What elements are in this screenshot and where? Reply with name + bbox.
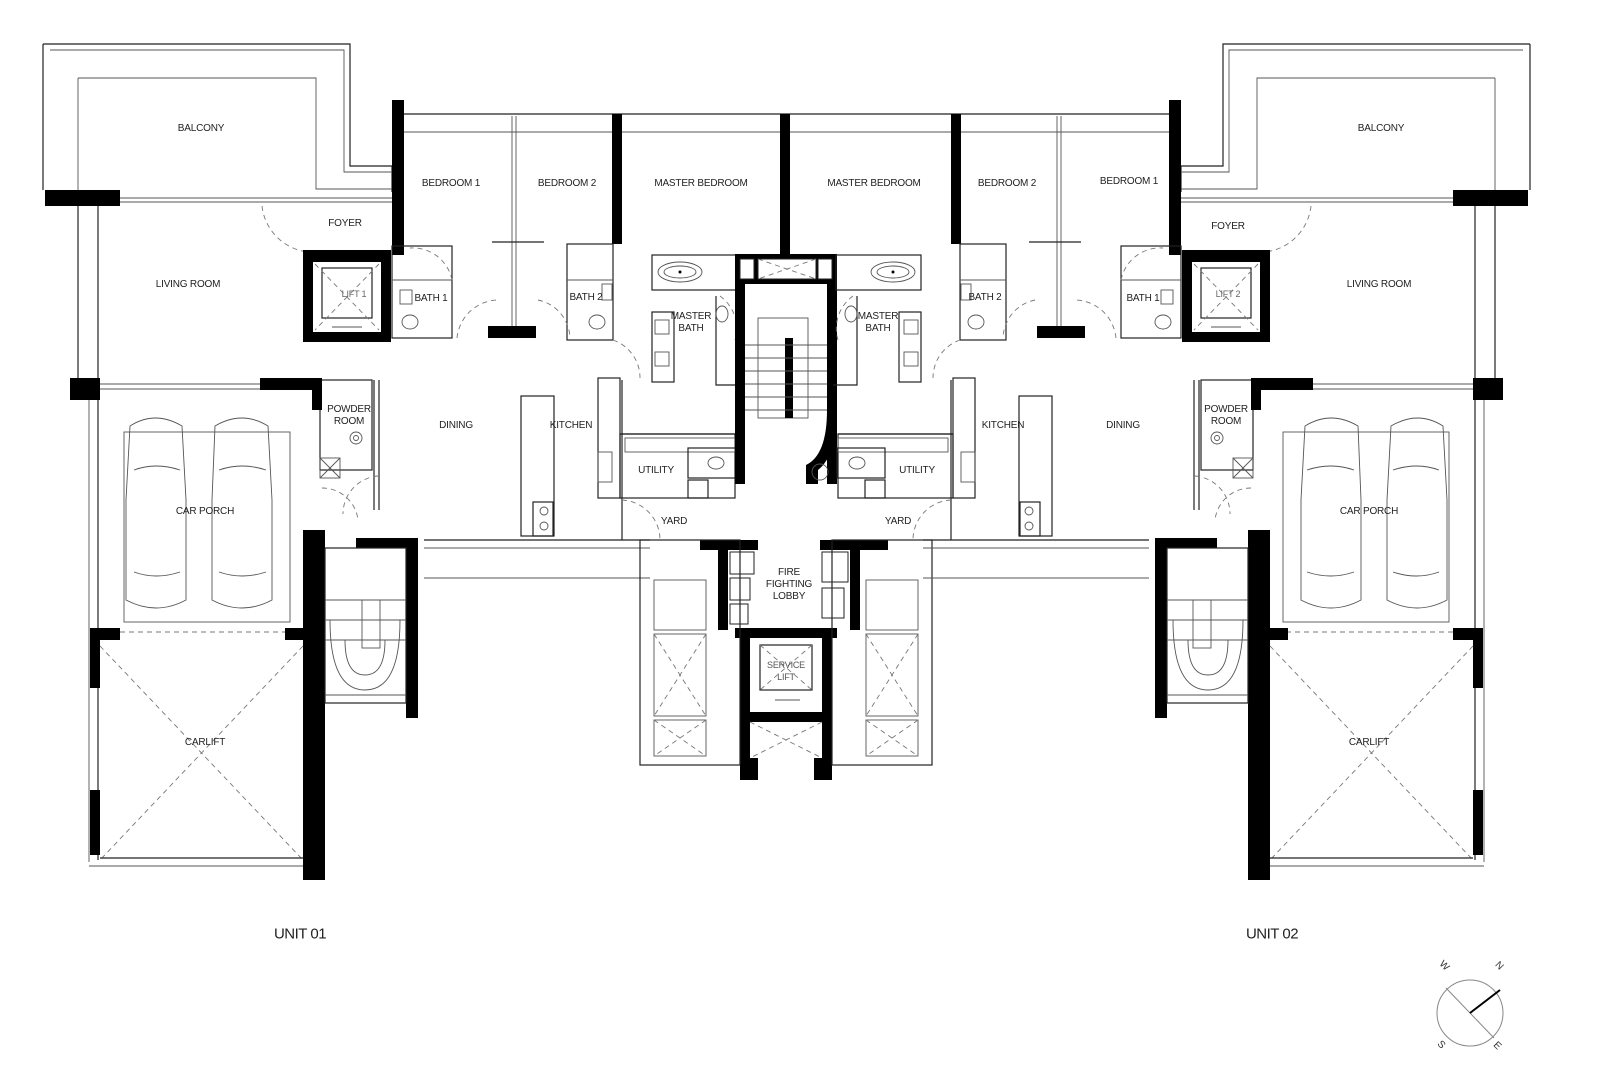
room-label-balcony-unit-01: BALCONY: [177, 123, 225, 134]
room-label-dining-unit-01: DINING: [439, 420, 473, 431]
room-label-bedroom-2-unit-01: BEDROOM 2: [537, 178, 597, 189]
room-label-utility-unit-02: UTILITY: [899, 465, 935, 476]
car-icon: [211, 417, 273, 609]
room-label-living-room-unit-01: LIVING ROOM: [155, 279, 221, 290]
room-label-dining-unit-02: DINING: [1106, 420, 1140, 431]
room-label-car-porch-unit-02: CAR PORCH: [1339, 506, 1399, 517]
room-label-lift-unit-02: LIFT 2: [1215, 289, 1241, 299]
room-label-bath-2-unit-01: BATH 2: [569, 292, 603, 303]
room-label-foyer-unit-01: FOYER: [328, 218, 362, 229]
room-label-master-bath-unit-02: MASTER BATH: [857, 311, 899, 334]
room-label-yard-unit-02: YARD: [884, 516, 912, 527]
room-label-bedroom-2-unit-02: BEDROOM 2: [977, 178, 1037, 189]
room-label-powder-room-unit-02: POWDER ROOM: [1204, 404, 1248, 427]
room-label-bedroom-1-unit-02: BEDROOM 1: [1099, 176, 1159, 187]
room-label-bath-1-unit-01: BATH 1: [414, 293, 448, 304]
unit-02-drawing: [833, 43, 1531, 880]
room-label-living-room-unit-02: LIVING ROOM: [1346, 279, 1412, 290]
room-label-yard-unit-01: YARD: [660, 516, 688, 527]
unit-01-drawing: [42, 43, 1170, 880]
room-label-fire-fighting-lobby: FIRE FIGHTING LOBBY: [765, 567, 813, 602]
room-label-kitchen-unit-02: KITCHEN: [981, 420, 1025, 431]
room-label-master-bedroom-unit-02: MASTER BEDROOM: [827, 178, 921, 189]
room-label-carlift-unit-01: CARLIFT: [184, 737, 226, 748]
room-label-bath-1-unit-02: BATH 1: [1126, 293, 1160, 304]
stair-treads: [745, 344, 827, 411]
room-label-bath-2-unit-02: BATH 2: [968, 292, 1002, 303]
central-core-drawing: [639, 254, 933, 780]
compass-icon: [1436, 979, 1504, 1047]
room-label-balcony-unit-02: BALCONY: [1357, 123, 1405, 134]
room-label-service-lift: SERVICE LIFT: [767, 660, 805, 682]
unit-label-01: UNIT 01: [273, 925, 327, 943]
room-label-master-bath-unit-01: MASTER BATH: [670, 311, 712, 334]
room-label-utility-unit-01: UTILITY: [638, 465, 674, 476]
room-label-foyer-unit-02: FOYER: [1211, 221, 1245, 232]
car-icon: [125, 417, 187, 609]
room-label-lift-unit-01: LIFT 1: [341, 289, 367, 299]
room-label-bedroom-1-unit-01: BEDROOM 1: [421, 178, 481, 189]
room-label-car-porch-unit-01: CAR PORCH: [175, 506, 235, 517]
room-label-carlift-unit-02: CARLIFT: [1348, 737, 1390, 748]
room-label-powder-room-unit-01: POWDER ROOM: [327, 404, 371, 427]
room-label-master-bedroom-unit-01: MASTER BEDROOM: [654, 178, 748, 189]
room-label-kitchen-unit-01: KITCHEN: [549, 420, 593, 431]
unit-label-02: UNIT 02: [1245, 925, 1299, 943]
